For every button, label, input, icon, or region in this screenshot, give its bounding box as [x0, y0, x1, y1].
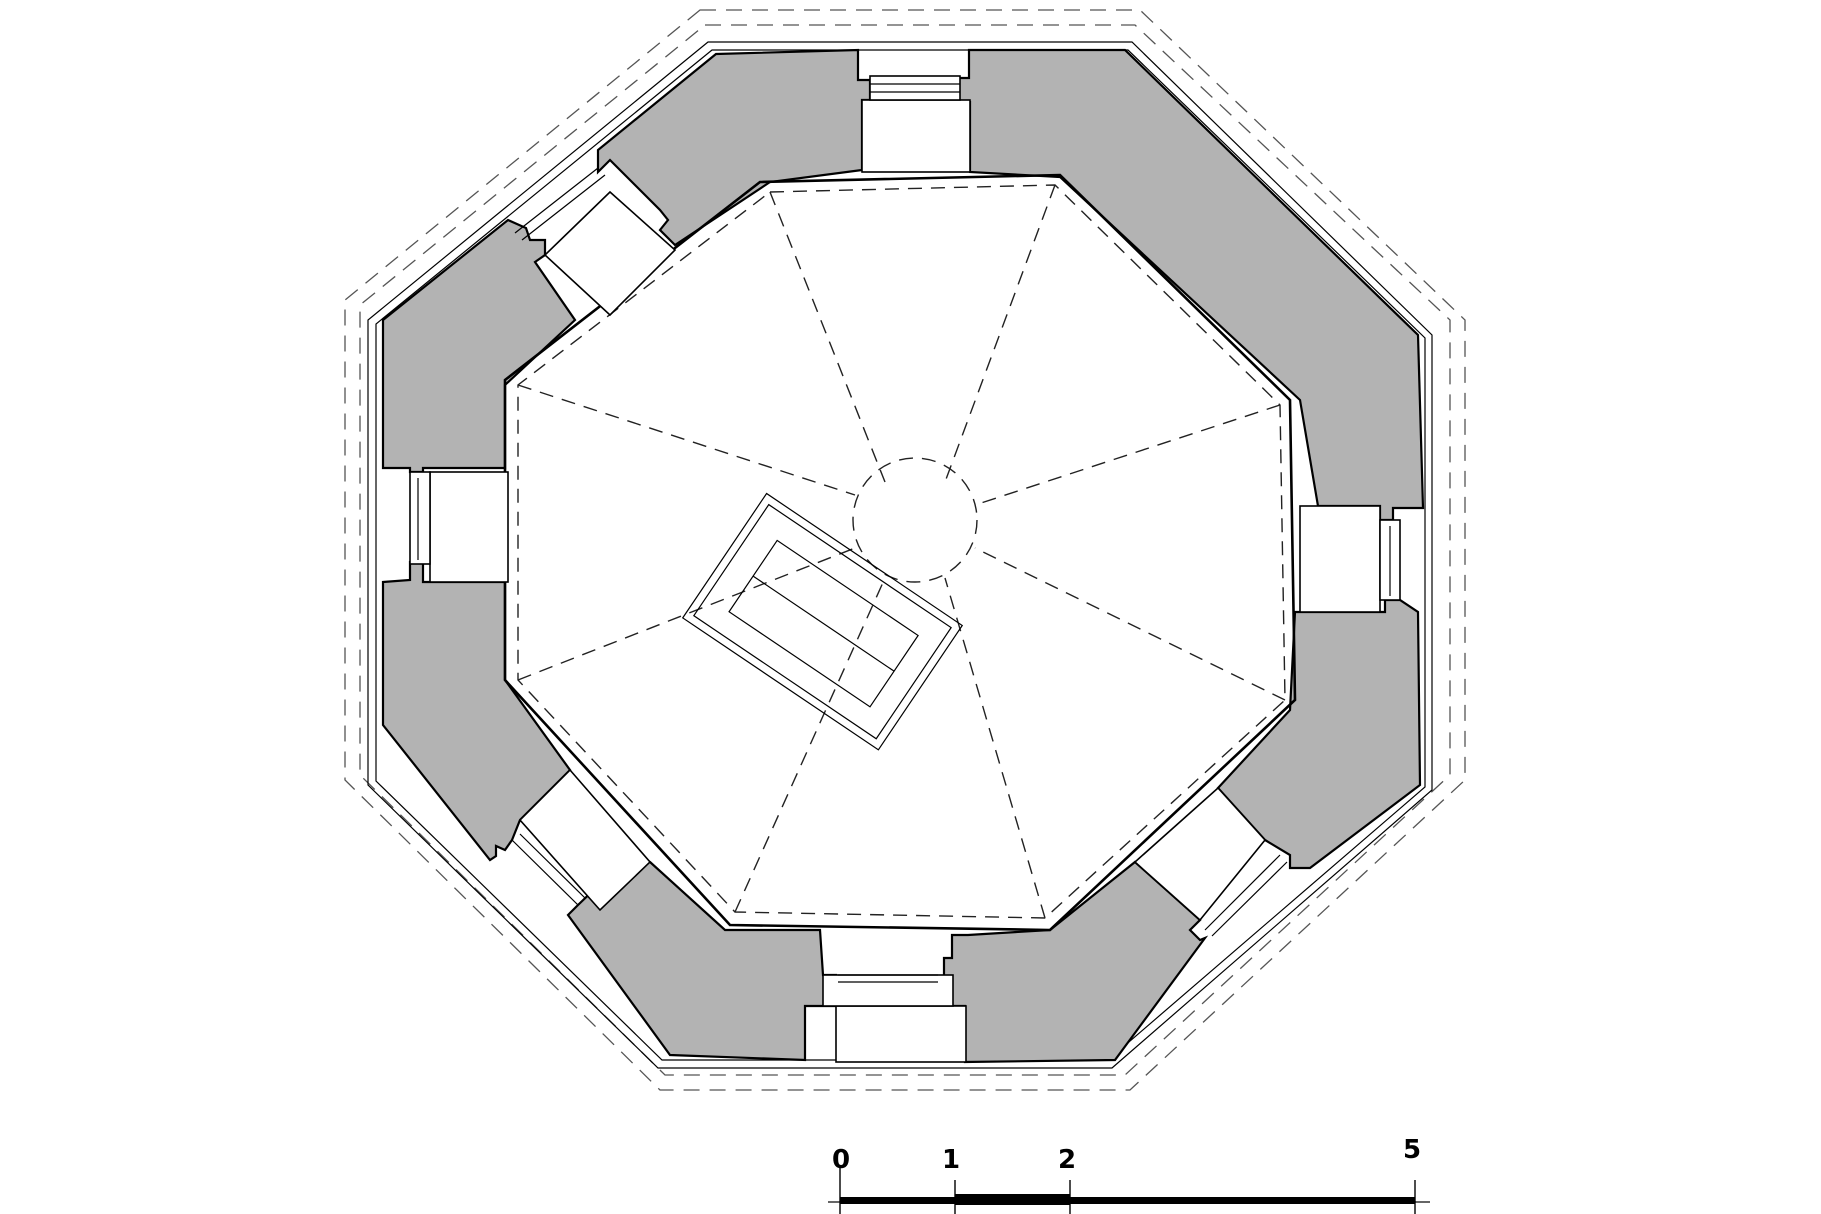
opening-bottom-step [822, 974, 954, 1007]
opening-bottom-left-window [518, 768, 652, 912]
outer-dashed-outlines [344, 9, 1466, 1091]
opening-top-door [861, 99, 971, 173]
opening-bottom-right-window [1133, 786, 1267, 922]
wall-segment-top-left [596, 48, 872, 247]
cenotaph-base-inner [692, 503, 952, 740]
wall-segment-top-right [953, 48, 1425, 522]
vault-ribs [517, 184, 1286, 919]
exterior-outline-outer [367, 41, 1433, 1069]
openings [409, 75, 1401, 1063]
scale-label-2: 2 [1058, 1145, 1076, 1175]
scale-label-5: 5 [1403, 1135, 1421, 1165]
scale-bar-seg-1-2 [955, 1194, 1070, 1205]
wall-segments [381, 48, 1425, 1064]
outer-dashed-octagon-2 [359, 24, 1451, 1076]
wall-segment-bottom-right [942, 860, 1209, 1064]
opening-top-left-window [543, 190, 677, 317]
opening-left-sill [409, 471, 431, 565]
vault-central-oculus [852, 457, 978, 583]
scale-label-0: 0 [832, 1145, 850, 1175]
opening-bottom-door [835, 1005, 967, 1063]
cenotaph-outer-base [681, 492, 964, 751]
wall-segment-left-upper [381, 218, 577, 474]
opening-left-window [429, 471, 509, 583]
scale-bar: 0 1 2 5 [828, 1135, 1430, 1214]
scale-bar-seg-2-5 [1070, 1197, 1415, 1204]
outer-dashed-octagon-1 [344, 9, 1466, 1091]
scale-bar-seg-0-1 [840, 1197, 955, 1204]
opening-right-window [1299, 505, 1381, 613]
central-cenotaph [681, 492, 964, 751]
interior-dashed-ceiling [517, 184, 1286, 919]
opening-top-sill [869, 75, 961, 101]
scale-label-1: 1 [942, 1145, 960, 1175]
